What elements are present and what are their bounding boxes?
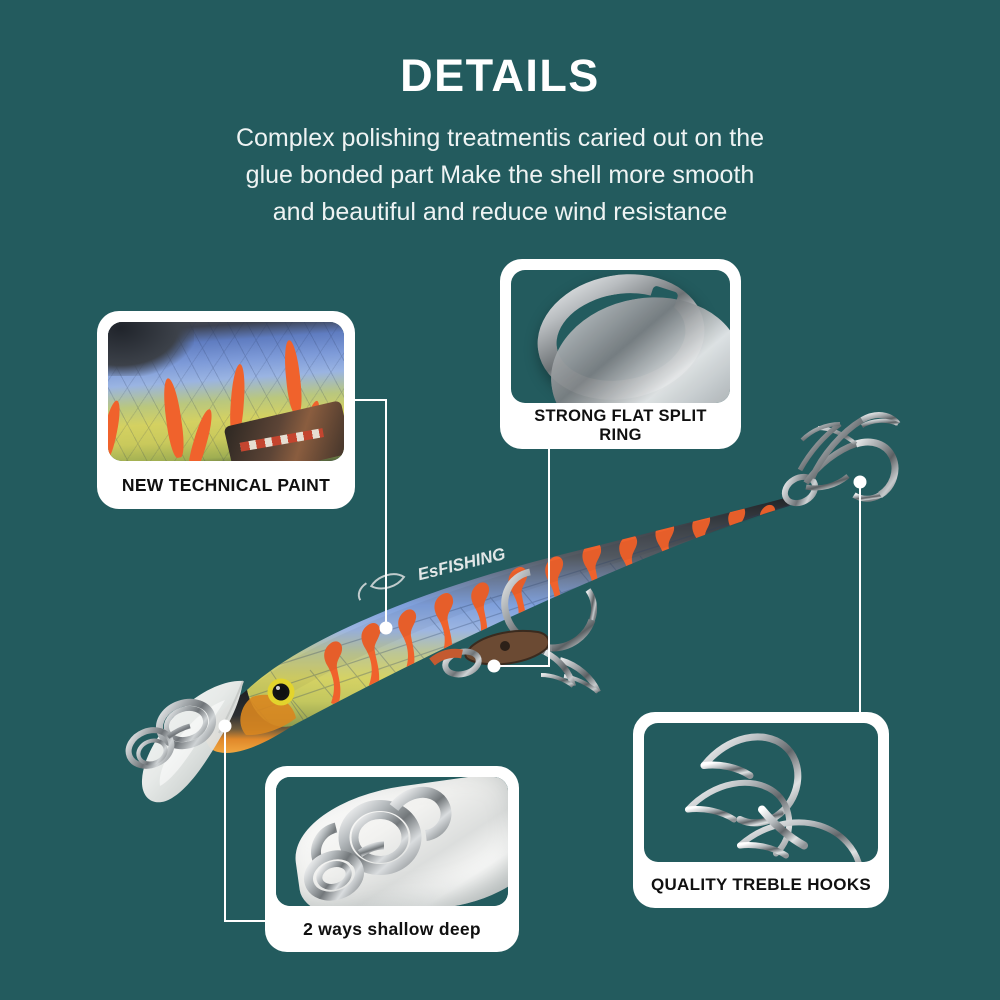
leader-dot-paint: [379, 621, 393, 635]
leader-ways-horizontal: [224, 920, 272, 922]
nose-split-rings: [125, 698, 216, 769]
callout-card-two-ways-shallow-deep[interactable]: 2 ways shallow deep: [265, 766, 519, 952]
leader-dot-hooks: [853, 475, 867, 489]
callout-label-new-technical-paint: NEW TECHNICAL PAINT: [121, 474, 331, 495]
leader-ways-vertical: [224, 727, 226, 922]
photo-lure-flank-paint: [108, 322, 344, 461]
belly-hook-hanger: [429, 630, 550, 678]
page-subtitle: Complex polishing treatmentis caried out…: [150, 120, 850, 231]
leader-ring-horizontal: [497, 665, 550, 667]
subtitle-line-3: and beautiful and reduce wind resistance: [272, 198, 728, 226]
photo-lip-split-rings: [276, 777, 508, 906]
callout-card-quality-treble-hooks[interactable]: QUALITY TREBLE HOOKS: [633, 712, 889, 908]
page-title: DETAILS: [400, 50, 600, 101]
subtitle-line-1: Complex polishing treatmentis caried out…: [235, 124, 765, 152]
tail-treble-hook: [797, 412, 901, 502]
leader-dot-ways: [218, 719, 232, 733]
callout-label-strong-flat-split-ring: STRONG FLAT SPLIT RING: [534, 407, 707, 444]
leader-paint-horizontal: [341, 399, 387, 401]
leader-ring-vertical: [548, 449, 550, 667]
callout-card-strong-flat-split-ring[interactable]: STRONG FLAT SPLIT RING: [500, 259, 741, 449]
photo-flat-split-ring: [511, 270, 730, 403]
leader-dot-ring: [487, 659, 501, 673]
photo-treble-hook: [644, 723, 878, 862]
callout-card-new-technical-paint[interactable]: NEW TECHNICAL PAINT: [97, 311, 355, 509]
callout-label-quality-treble-hooks: QUALITY TREBLE HOOKS: [650, 875, 872, 894]
subtitle-line-2: glue bonded part Make the shell more smo…: [245, 161, 755, 189]
tail-hardware: [781, 473, 819, 507]
leader-paint-vertical: [385, 399, 387, 627]
leader-hooks-vertical: [859, 483, 861, 713]
callout-label-two-ways-shallow-deep: 2 ways shallow deep: [303, 918, 481, 939]
